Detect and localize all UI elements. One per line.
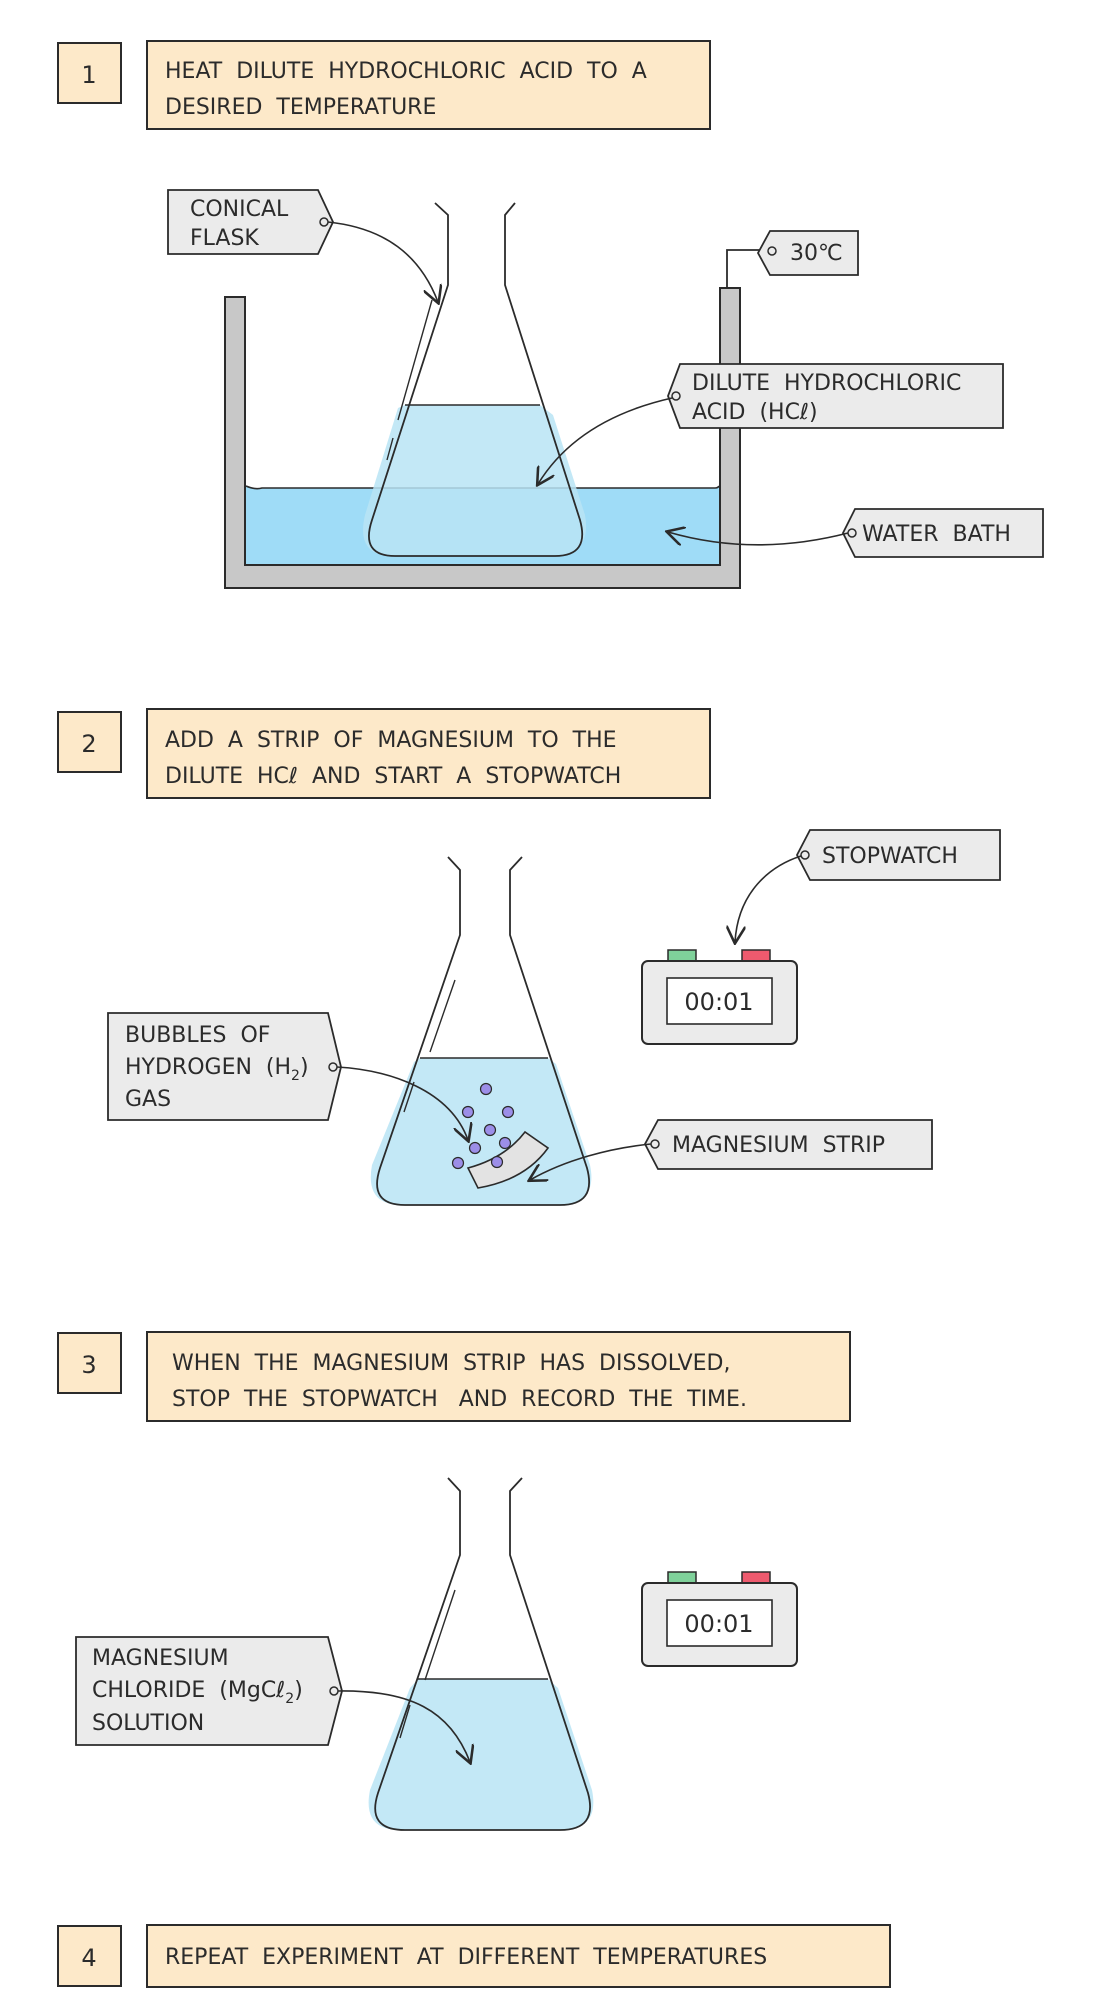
step-4-text-box xyxy=(146,1924,891,1988)
label-dilute-hcl-line-1: DILUTE HYDROCHLORIC xyxy=(692,371,961,396)
label-mgcl2-line-3: SOLUTION xyxy=(92,1711,204,1736)
step-2-number: 2 xyxy=(81,730,96,758)
step-4-number: 4 xyxy=(81,1944,96,1972)
label-temperature: 30℃ xyxy=(726,230,859,288)
label-water-bath: WATER BATH xyxy=(668,508,1044,558)
label-mgcl2-line-2: CHLORIDE (MgCℓ2) xyxy=(92,1678,303,1707)
stopwatch-2: 00:01 xyxy=(641,1571,798,1667)
step-1-number-box xyxy=(57,42,122,104)
label-conical-flask: CONICAL FLASK xyxy=(167,189,438,302)
step-1-number: 1 xyxy=(81,61,96,89)
step-3-line-1: WHEN THE MAGNESIUM STRIP HAS DISSOLVED, xyxy=(172,1351,730,1376)
label-conical-flask-line-1: CONICAL xyxy=(190,197,289,222)
step-2-text-box xyxy=(146,708,711,799)
step-1-text-box xyxy=(146,40,711,130)
label-water-bath-text: WATER BATH xyxy=(862,522,1011,547)
step-1: 1 HEAT DILUTE HYDROCHLORIC ACID TO A DES… xyxy=(57,40,711,130)
flask-3-liquid xyxy=(368,1679,594,1830)
step-2: 2 ADD A STRIP OF MAGNESIUM TO THE DILUTE… xyxy=(57,708,711,799)
step-1-line-1: HEAT DILUTE HYDROCHLORIC ACID TO A xyxy=(165,59,647,84)
label-bubbles: BUBBLES OF HYDROGEN (H2) GAS xyxy=(107,1012,468,1140)
step-4-number-box xyxy=(57,1925,122,1987)
stopwatch-1-display: 00:01 xyxy=(684,988,753,1016)
conical-flask-2 xyxy=(370,856,592,1206)
flask-1-liquid xyxy=(363,405,587,556)
step-3-number: 3 xyxy=(81,1351,96,1379)
temperature-reading: 30℃ xyxy=(790,241,843,266)
label-magnesium-strip-text: MAGNESIUM STRIP xyxy=(672,1133,885,1158)
step-3-number-box xyxy=(57,1332,122,1394)
step-2-line-2: DILUTE HCℓ AND START A STOPWATCH xyxy=(165,764,621,789)
stopwatch-2-display: 00:01 xyxy=(684,1610,753,1638)
label-bubbles-line-2: HYDROGEN (H2) xyxy=(125,1055,309,1084)
label-mgcl2-line-1: MAGNESIUM xyxy=(92,1646,229,1671)
conical-flask-1 xyxy=(363,202,587,557)
stopwatch-1: 00:01 xyxy=(641,949,798,1045)
step-2-number-box xyxy=(57,711,122,773)
label-magnesium-chloride: MAGNESIUM CHLORIDE (MgCℓ2) SOLUTION xyxy=(75,1636,470,1762)
conical-flask-3 xyxy=(368,1477,594,1831)
step-3: 3 WHEN THE MAGNESIUM STRIP HAS DISSOLVED… xyxy=(57,1331,851,1422)
step-1-line-2: DESIRED TEMPERATURE xyxy=(165,95,436,120)
step-3-text-box xyxy=(146,1331,851,1422)
label-dilute-hcl: DILUTE HYDROCHLORIC ACID (HCℓ) xyxy=(538,363,1004,484)
label-magnesium-strip: MAGNESIUM STRIP xyxy=(530,1119,933,1180)
label-bubbles-line-3: GAS xyxy=(125,1087,171,1112)
label-dilute-hcl-line-2: ACID (HCℓ) xyxy=(692,400,818,425)
label-stopwatch-text: STOPWATCH xyxy=(822,844,958,869)
step-2-line-1: ADD A STRIP OF MAGNESIUM TO THE xyxy=(165,728,617,753)
label-stopwatch: STOPWATCH xyxy=(735,829,1001,942)
label-bubbles-line-1: BUBBLES OF xyxy=(125,1023,270,1048)
step-3-line-2: STOP THE STOPWATCH AND RECORD THE TIME. xyxy=(172,1387,747,1412)
step-4: 4 REPEAT EXPERIMENT AT DIFFERENT TEMPERA… xyxy=(57,1924,891,1988)
step-4-line-1: REPEAT EXPERIMENT AT DIFFERENT TEMPERATU… xyxy=(165,1945,767,1970)
hydrogen-bubbles xyxy=(451,1082,515,1170)
label-conical-flask-line-2: FLASK xyxy=(190,226,259,251)
